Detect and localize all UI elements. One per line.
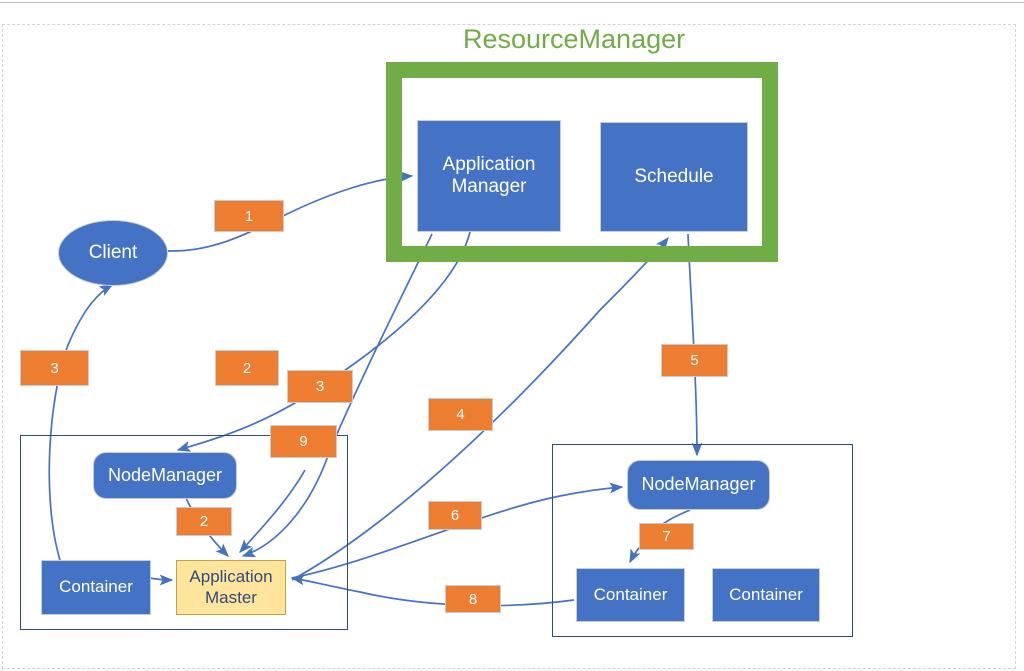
step-label-7-text: 7 — [662, 528, 671, 545]
node-schedule[interactable]: Schedule — [600, 122, 748, 232]
step-label-4: 4 — [428, 398, 493, 431]
step-label-5-text: 5 — [690, 352, 699, 369]
step-label-3b: 3 — [287, 370, 353, 403]
step-label-2a-text: 2 — [242, 359, 252, 377]
node-group-left — [20, 435, 348, 630]
node-application-manager[interactable]: Application Manager — [417, 120, 561, 232]
node-client[interactable]: Client — [58, 220, 168, 286]
node-container-left[interactable]: Container — [41, 560, 151, 615]
step-label-5: 5 — [661, 344, 728, 377]
step-label-1: 1 — [214, 200, 284, 232]
step-label-2b: 2 — [176, 507, 232, 536]
step-label-7: 7 — [639, 523, 694, 550]
top-rule-divider — [0, 2, 1024, 3]
node-nodemanager-left-label: NodeManager — [107, 464, 223, 485]
node-nodemanager-right[interactable]: NodeManager — [627, 460, 770, 510]
resourcemanager-frame — [386, 62, 778, 262]
step-label-3a-text: 3 — [50, 359, 59, 377]
step-label-2b-text: 2 — [199, 513, 209, 530]
node-container-right-2-label: Container — [729, 584, 803, 604]
step-label-8-text: 8 — [468, 590, 478, 608]
node-nodemanager-right-label: NodeManager — [641, 474, 756, 495]
node-group-right — [552, 444, 853, 637]
node-nodemanager-left[interactable]: NodeManager — [93, 452, 237, 499]
step-label-9-text: 9 — [299, 433, 308, 450]
page-dashed-frame — [2, 24, 1016, 669]
step-label-3b-text: 3 — [315, 378, 325, 395]
node-application-manager-label: Application Manager — [442, 153, 536, 197]
step-label-9: 9 — [270, 425, 337, 458]
node-container-right-1[interactable]: Container — [576, 568, 685, 622]
step-label-4-text: 4 — [456, 406, 465, 423]
node-application-master[interactable]: Application Master — [176, 560, 286, 615]
node-schedule-label: Schedule — [634, 165, 714, 187]
step-label-2a: 2 — [215, 350, 279, 386]
page-title: ResourceManager — [463, 24, 686, 54]
node-client-label: Client — [88, 241, 138, 263]
node-container-right-1-label: Container — [593, 584, 668, 604]
node-container-right-2[interactable]: Container — [712, 568, 820, 622]
node-application-master-label: Application Master — [189, 567, 273, 607]
step-label-8: 8 — [445, 585, 501, 613]
step-label-6: 6 — [428, 501, 482, 530]
step-label-1-text: 1 — [244, 207, 254, 225]
node-container-left-label: Container — [59, 577, 133, 597]
step-label-6-text: 6 — [450, 507, 460, 524]
step-label-3a: 3 — [20, 350, 89, 386]
